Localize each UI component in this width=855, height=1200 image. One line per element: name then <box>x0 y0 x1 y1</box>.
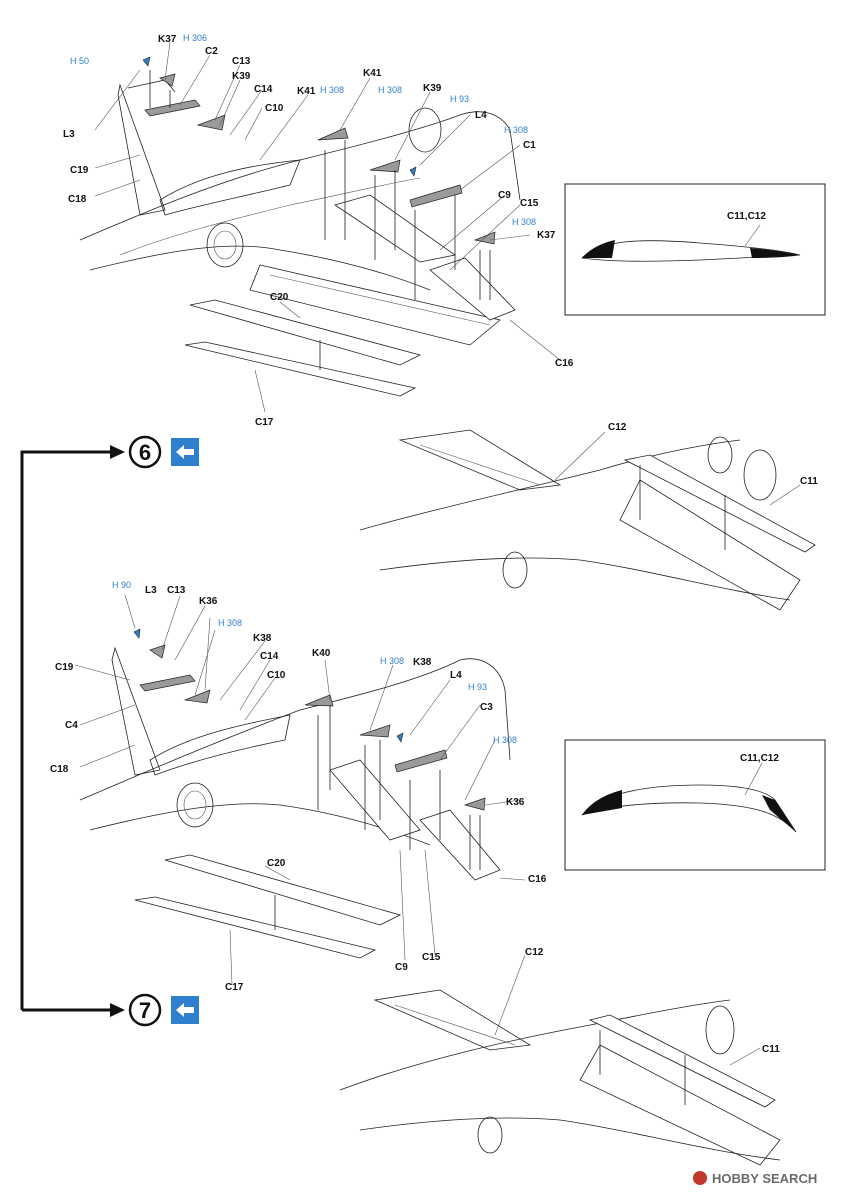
label-c20: C20 <box>270 292 289 303</box>
ref-h50: H 50 <box>70 56 89 66</box>
mid-label-l4: L4 <box>450 670 462 681</box>
step7-label-c12: C12 <box>525 947 544 958</box>
label-k39: K39 <box>232 71 251 82</box>
mid-label-c14: C14 <box>260 651 279 662</box>
label-c9: C9 <box>498 190 511 201</box>
mid-label-c16: C16 <box>528 874 547 885</box>
label-c18: C18 <box>68 194 87 205</box>
mid-labels: L3 C13 K36 K38 C14 C10 K40 K38 L4 C3 K36… <box>50 580 547 993</box>
ref-h93: H 93 <box>450 94 469 104</box>
label-c14: C14 <box>254 84 273 95</box>
label-k39-right: K39 <box>423 83 442 94</box>
label-k37-right: K37 <box>537 230 556 241</box>
mid-label-c13: C13 <box>167 585 186 596</box>
detail-mid-label: C11,C12 <box>740 753 779 764</box>
label-c19: C19 <box>70 165 89 176</box>
top-assembly <box>79 41 561 413</box>
reverse-assembly-icon <box>171 996 199 1024</box>
step6-label-c11: C11 <box>800 476 818 487</box>
label-c15: C15 <box>520 198 539 209</box>
ref-h308-a: H 308 <box>320 85 344 95</box>
step6-label-c12: C12 <box>608 422 627 433</box>
watermark: HOBBY SEARCH <box>693 1171 817 1186</box>
mid-ref-h90: H 90 <box>112 580 131 590</box>
step7-label-c11: C11 <box>762 1044 780 1055</box>
label-k41-left: K41 <box>297 86 316 97</box>
mid-label-c3: C3 <box>480 702 493 713</box>
step-6-number: 6 <box>139 440 151 465</box>
mid-ref-h308-a: H 308 <box>218 618 242 628</box>
label-k41-right: K41 <box>363 68 382 79</box>
label-c13: C13 <box>232 56 251 67</box>
step-7-result: C12 C11 <box>339 947 781 1166</box>
mid-label-c9: C9 <box>395 962 408 973</box>
mid-label-c17: C17 <box>225 982 244 993</box>
ref-h308-b: H 308 <box>378 85 402 95</box>
detail-box-top: C11,C12 <box>564 183 826 316</box>
watermark-text: HOBBY SEARCH <box>712 1171 817 1186</box>
mid-label-k36-right: K36 <box>506 797 525 808</box>
mid-label-c4: C4 <box>65 720 78 731</box>
label-k37: K37 <box>158 34 177 45</box>
label-c1: C1 <box>523 140 536 151</box>
label-l3: L3 <box>63 129 75 140</box>
label-c10: C10 <box>265 103 284 114</box>
label-l4: L4 <box>475 110 487 121</box>
mid-label-c19: C19 <box>55 662 74 673</box>
flow-bracket <box>20 450 110 1010</box>
mid-label-l3: L3 <box>145 585 157 596</box>
mid-label-k38-right: K38 <box>413 657 432 668</box>
mid-assembly <box>74 594 526 986</box>
step-6-result: C12 C11 <box>359 422 818 611</box>
mid-label-k38: K38 <box>253 633 272 644</box>
top-labels: K37 C2 C13 K39 C14 C10 K41 K41 K39 L4 C1… <box>63 33 574 428</box>
label-c17: C17 <box>255 417 274 428</box>
step-7-marker: 7 <box>128 993 199 1027</box>
mid-ref-h93: H 93 <box>468 682 487 692</box>
mid-ref-h308-b: H 308 <box>380 656 404 666</box>
step-7-number: 7 <box>139 998 151 1023</box>
label-c16: C16 <box>555 358 574 369</box>
label-c2: C2 <box>205 46 218 57</box>
mid-label-c20: C20 <box>267 858 286 869</box>
ref-h306: H 306 <box>183 33 207 43</box>
detail-box-mid: C11,C12 <box>564 739 826 871</box>
ref-h308-c: H 308 <box>504 125 528 135</box>
step-6-marker: 6 <box>128 435 199 469</box>
mid-label-k36: K36 <box>199 596 218 607</box>
ref-h308-d: H 308 <box>512 217 536 227</box>
detail-top-label: C11,C12 <box>727 211 766 222</box>
mid-label-c10: C10 <box>267 670 286 681</box>
reverse-assembly-icon <box>171 438 199 466</box>
mid-label-k40: K40 <box>312 648 331 659</box>
mid-label-c18: C18 <box>50 764 69 775</box>
mid-label-c15: C15 <box>422 952 441 963</box>
mid-ref-h308-c: H 308 <box>493 735 517 745</box>
